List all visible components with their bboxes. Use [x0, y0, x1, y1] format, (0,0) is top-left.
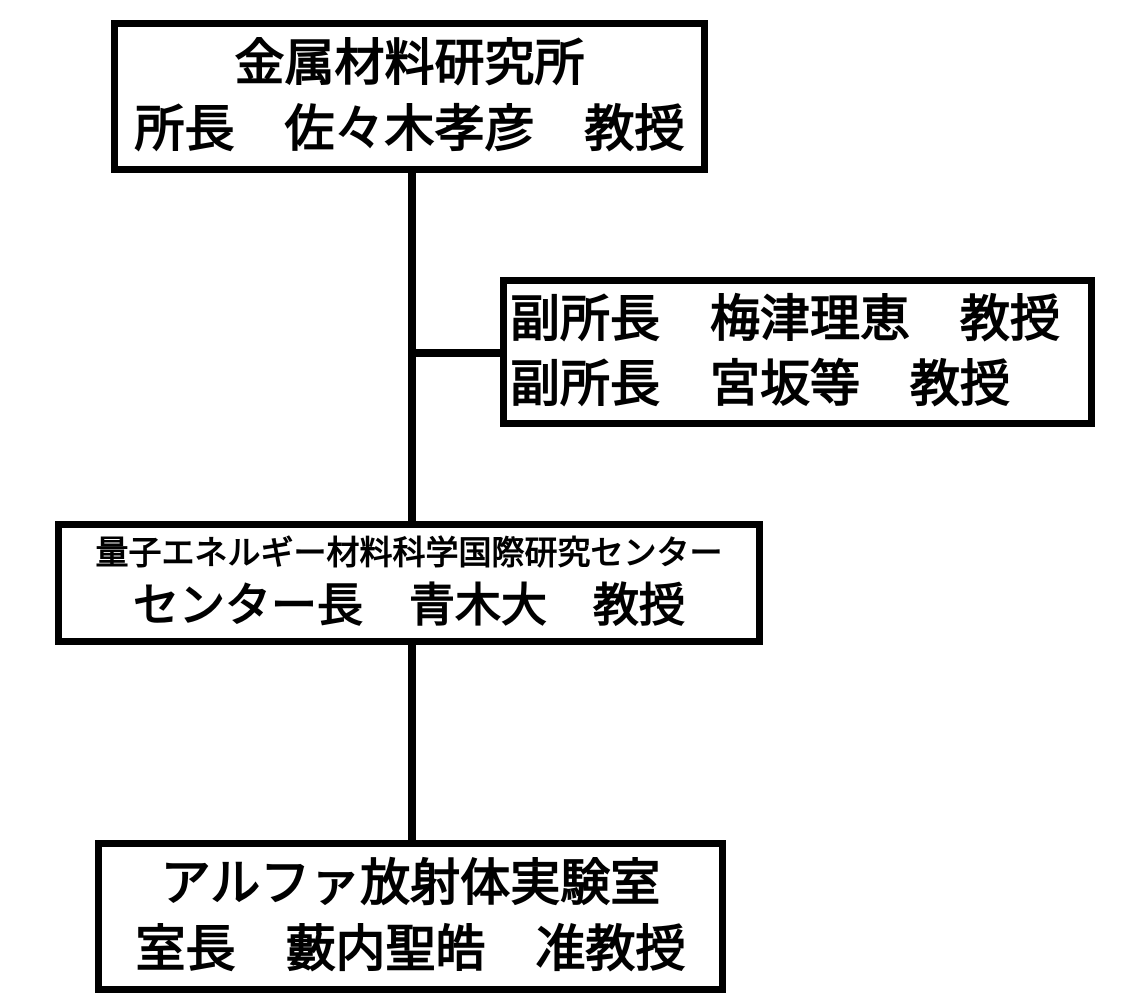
- quantum-center-director-label: センター長 青木大 教授: [133, 577, 685, 632]
- connector-branch-to-deputies-line: [408, 349, 500, 357]
- institute-director-label: 所長 佐々木孝彦 教授: [134, 99, 685, 158]
- alpha-lab-name-label: アルファ放射体実験室: [160, 854, 661, 912]
- deputy-director-1-label: 副所長 梅津理恵 教授: [510, 290, 1060, 348]
- connector-institute-to-center-line: [408, 173, 416, 521]
- node-quantum-center-box: 量子エネルギー材料科学国際研究センター センター長 青木大 教授: [55, 521, 763, 645]
- node-institute-box: 金属材料研究所 所長 佐々木孝彦 教授: [111, 20, 708, 173]
- deputy-director-2-label: 副所長 宮坂等 教授: [510, 354, 1010, 413]
- node-alpha-lab-box: アルファ放射体実験室 室長 藪内聖皓 准教授: [95, 840, 726, 993]
- quantum-center-name-label: 量子エネルギー材料科学国際研究センター: [95, 533, 723, 573]
- alpha-lab-head-label: 室長 藪内聖皓 准教授: [135, 919, 686, 978]
- institute-name-label: 金属材料研究所: [234, 34, 585, 92]
- node-deputy-directors-box: 副所長 梅津理恵 教授 副所長 宮坂等 教授: [500, 277, 1095, 427]
- connector-center-to-lab-line: [408, 645, 416, 840]
